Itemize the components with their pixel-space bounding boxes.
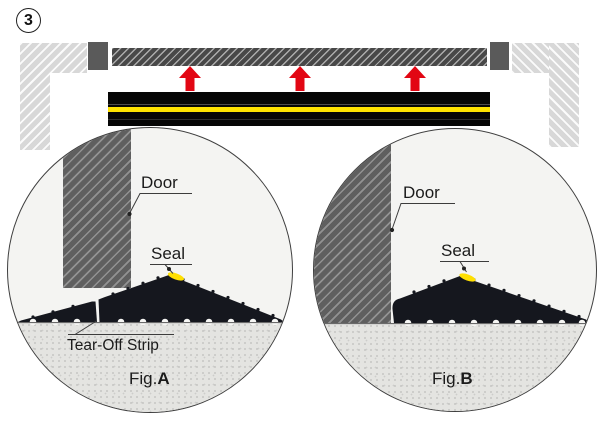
step-number: 3 (24, 11, 33, 29)
leader-dot (127, 211, 132, 217)
leader-dot (462, 266, 466, 271)
door-panel-b (314, 129, 391, 323)
seal-profile-a (11, 193, 291, 335)
frame-corner-left-vertical (20, 43, 50, 150)
seal-profile-line (108, 119, 490, 120)
seal-tip-b (459, 273, 476, 282)
door-label-a: Door (141, 173, 178, 192)
door-panel-a (63, 128, 131, 288)
seal-label-b: Seal (441, 241, 476, 260)
seal-profile-b (316, 203, 596, 327)
seal-profile-line (108, 104, 490, 105)
figure-caption-b: Fig.B (432, 369, 473, 388)
step-number-badge: 3 (16, 8, 41, 33)
tear-off-strip-label: Tear-Off Strip (67, 337, 159, 354)
leader-dot (167, 267, 171, 271)
lintel-hatch-bar (112, 48, 487, 66)
frame-corner-right-vertical (549, 43, 579, 147)
detail-circle-a: Door Seal Tear-Off Strip Fig.A (7, 127, 293, 413)
figure-caption-a: Fig.A (129, 369, 170, 388)
floor-a (8, 322, 292, 412)
up-arrow-icon (288, 66, 312, 91)
up-arrow-icon (403, 66, 427, 91)
seal-label-a: Seal (151, 244, 186, 263)
seal-side-view-bar (108, 92, 490, 126)
frame-block-right (490, 42, 509, 70)
door-label-b: Door (403, 183, 440, 202)
up-arrow-icon (178, 66, 202, 91)
leader-dot (389, 227, 395, 233)
seal-yellow-stripe (108, 107, 490, 112)
floor-b (314, 323, 596, 411)
frame-block-left (88, 42, 108, 70)
seal-tip-a (167, 272, 185, 281)
detail-circle-b: Door Seal Fig.B (313, 128, 597, 412)
